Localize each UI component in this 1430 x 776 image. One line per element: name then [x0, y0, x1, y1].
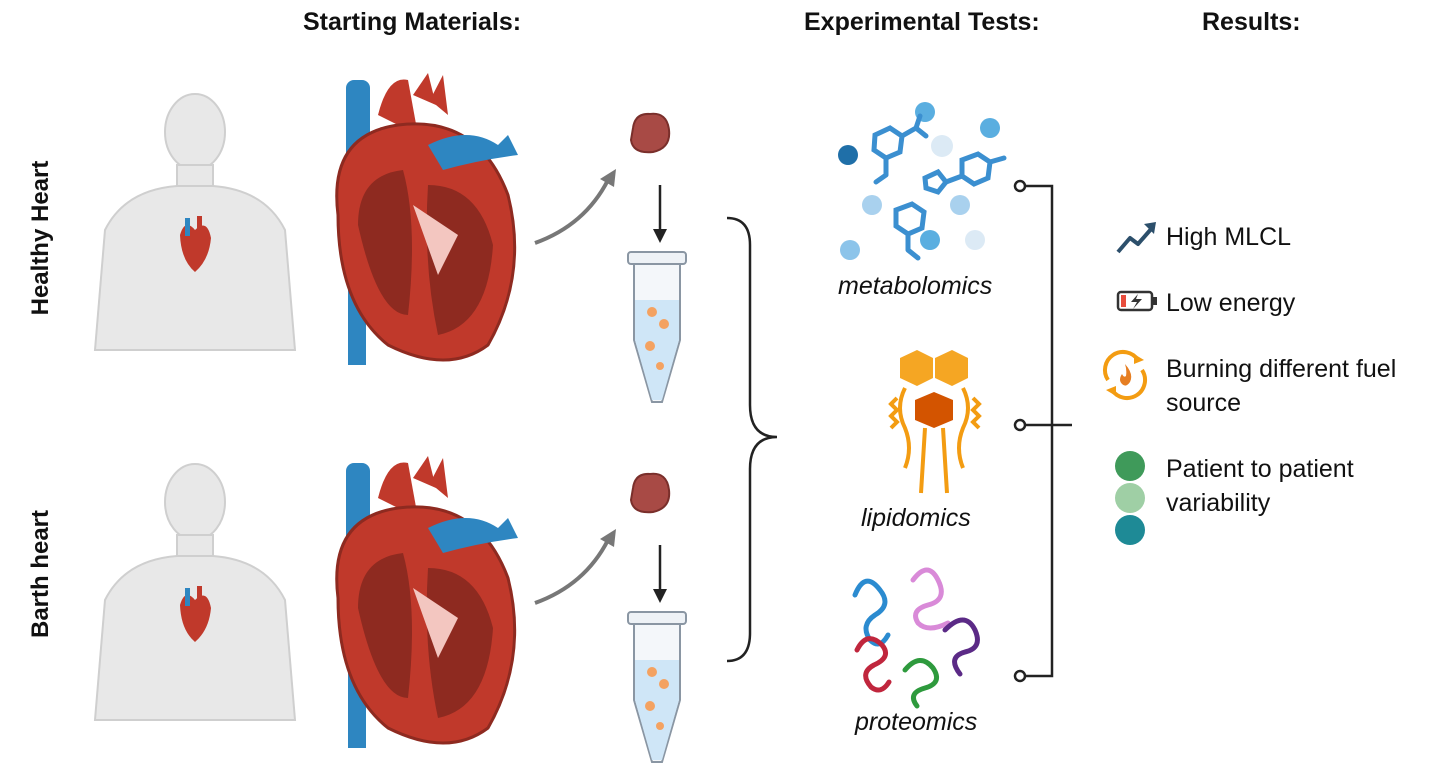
lipidomics-icon	[888, 350, 982, 494]
proteomics-icon	[852, 567, 980, 709]
results-connector	[1013, 179, 1072, 683]
result-low-energy: Low energy	[1166, 289, 1296, 317]
trend-up-arrow-icon	[1116, 222, 1156, 254]
result-high-mlcl: High MLCL	[1166, 223, 1292, 251]
tissue-sample-healthy	[629, 112, 671, 154]
small-heart-icon	[180, 216, 211, 272]
metabolomics-icon	[838, 102, 1007, 261]
header-experimental-tests: Experimental Tests:	[804, 8, 1040, 36]
test-label-lipidomics: lipidomics	[861, 504, 971, 532]
tissue-sample-barth	[629, 472, 671, 514]
small-heart-icon	[180, 586, 211, 642]
result-fuel-line1: Burning different fuel	[1166, 355, 1397, 383]
arrow-to-tissue-barth	[534, 529, 616, 605]
patient-variability-circles-icon	[1115, 451, 1145, 545]
sample-tube-barth	[627, 611, 687, 763]
header-results: Results:	[1202, 8, 1301, 36]
header-starting-materials: Starting Materials:	[303, 8, 522, 36]
row-label-barth: Barth heart	[27, 509, 54, 639]
sample-tube-healthy	[627, 251, 687, 403]
human-body-healthy	[93, 93, 297, 351]
arrow-to-tissue-healthy	[534, 169, 616, 245]
test-label-metabolomics: metabolomics	[838, 272, 993, 300]
heart-cross-section-barth	[335, 456, 518, 748]
arrow-down-barth	[653, 545, 667, 603]
result-variability-line1: Patient to patient	[1166, 455, 1354, 483]
test-label-proteomics: proteomics	[855, 708, 978, 736]
low-battery-icon	[1116, 290, 1157, 312]
row-label-healthy: Healthy Heart	[27, 160, 54, 316]
arrow-down-healthy	[653, 185, 667, 243]
human-body-barth	[93, 463, 297, 721]
result-variability-line2: variability	[1166, 489, 1271, 517]
fuel-flame-icon	[1102, 350, 1148, 400]
curly-brace	[726, 216, 778, 663]
result-fuel-line2: source	[1166, 389, 1242, 417]
heart-cross-section-healthy	[335, 73, 518, 365]
